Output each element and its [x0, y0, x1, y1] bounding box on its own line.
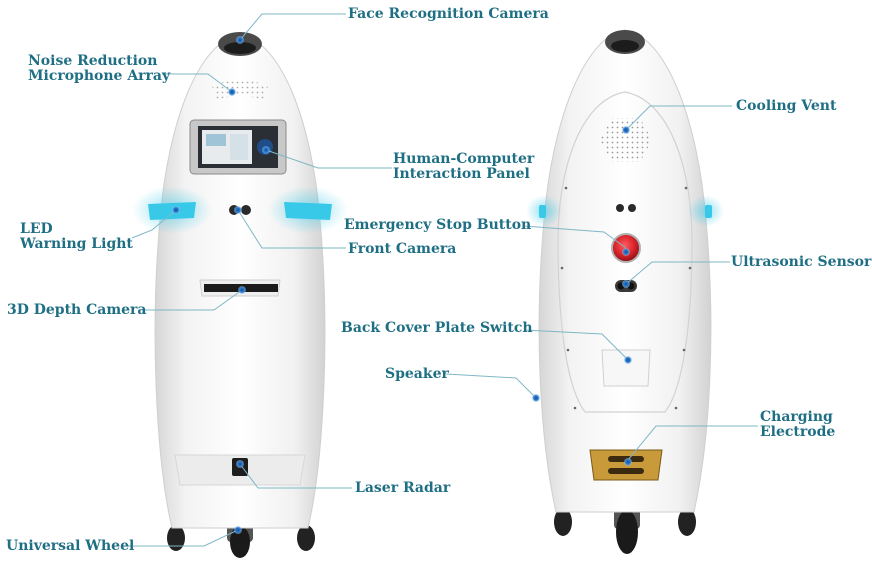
back-robot-body: [538, 29, 712, 513]
label-led-line2: Warning Light: [20, 236, 133, 252]
label-charging-line2: Electrode: [760, 424, 836, 440]
label-emergency-stop: Emergency Stop Button: [344, 217, 532, 233]
label-universal-wheel: Universal Wheel: [6, 538, 135, 554]
blue-dot-icon: [234, 206, 242, 214]
label-cooling-vent: Cooling Vent: [736, 98, 837, 114]
blue-dot-icon: [624, 458, 632, 466]
label-laser-radar: Laser Radar: [355, 480, 451, 496]
leader-ultrasonic: [625, 261, 730, 285]
leader-estop: [523, 225, 627, 249]
leader-face-camera: [239, 13, 346, 41]
label-back-cover-switch: Back Cover Plate Switch: [341, 320, 533, 336]
label-depth-camera: 3D Depth Camera: [7, 302, 147, 318]
label-led-warning: LED Warning Light: [20, 222, 133, 252]
leader-lines: [128, 13, 758, 547]
front-robot: [132, 32, 348, 558]
front-right-wheel: [297, 525, 315, 551]
label-microphone-array: Noise Reduction Microphone Array: [28, 54, 170, 84]
blue-dot-icon: [532, 394, 540, 402]
label-charging-electrode: Charging Electrode: [760, 410, 835, 440]
blue-dot-icon: [228, 88, 236, 96]
label-ultrasonic-sensor: Ultrasonic Sensor: [731, 254, 872, 270]
blue-dot-icon: [236, 36, 244, 44]
leader-depth-camera: [142, 289, 243, 311]
label-hci-line2: Interaction Panel: [393, 166, 530, 182]
front-left-wheel: [167, 525, 185, 551]
universal-wheel: [230, 526, 250, 558]
label-led-line1: LED: [20, 221, 53, 237]
leader-laser-radar: [239, 463, 352, 489]
leader-hci: [265, 149, 392, 169]
leader-back-cover: [523, 329, 629, 361]
label-charging-line1: Charging: [760, 409, 833, 425]
leader-microphone: [162, 73, 233, 93]
label-face-camera: Face Recognition Camera: [348, 6, 549, 22]
blue-dot-icon: [622, 248, 630, 256]
blue-dot-icon: [622, 280, 630, 288]
label-front-camera: Front Camera: [348, 241, 457, 257]
front-camera-lens-2: [241, 205, 251, 215]
blue-dot-icon: [238, 286, 246, 294]
right-led-light: [284, 202, 332, 220]
left-led-light: [148, 202, 196, 220]
leader-led: [131, 209, 177, 239]
markers: [172, 36, 632, 534]
blue-dot-icon: [172, 206, 180, 214]
label-microphone-line1: Noise Reduction: [28, 53, 158, 69]
leader-charging: [627, 425, 758, 461]
label-hci-panel: Human-Computer Interaction Panel: [393, 152, 534, 182]
label-speaker: Speaker: [385, 366, 449, 382]
back-cover-outline: [557, 91, 693, 413]
leader-universal-wheel: [128, 529, 239, 547]
leader-cooling-vent: [625, 105, 732, 131]
blue-dot-icon: [622, 126, 630, 134]
blue-dot-icon: [262, 146, 270, 154]
back-robot: [526, 29, 724, 554]
leader-speaker: [445, 373, 537, 399]
leader-front-camera: [237, 209, 346, 249]
label-microphone-line2: Microphone Array: [28, 68, 171, 84]
label-hci-line1: Human-Computer: [393, 151, 535, 167]
blue-dot-icon: [236, 460, 244, 468]
blue-dot-icon: [624, 356, 632, 364]
back-universal-wheel: [616, 510, 638, 554]
cooling-vent-grille: [600, 118, 652, 162]
blue-dot-icon: [234, 526, 242, 534]
